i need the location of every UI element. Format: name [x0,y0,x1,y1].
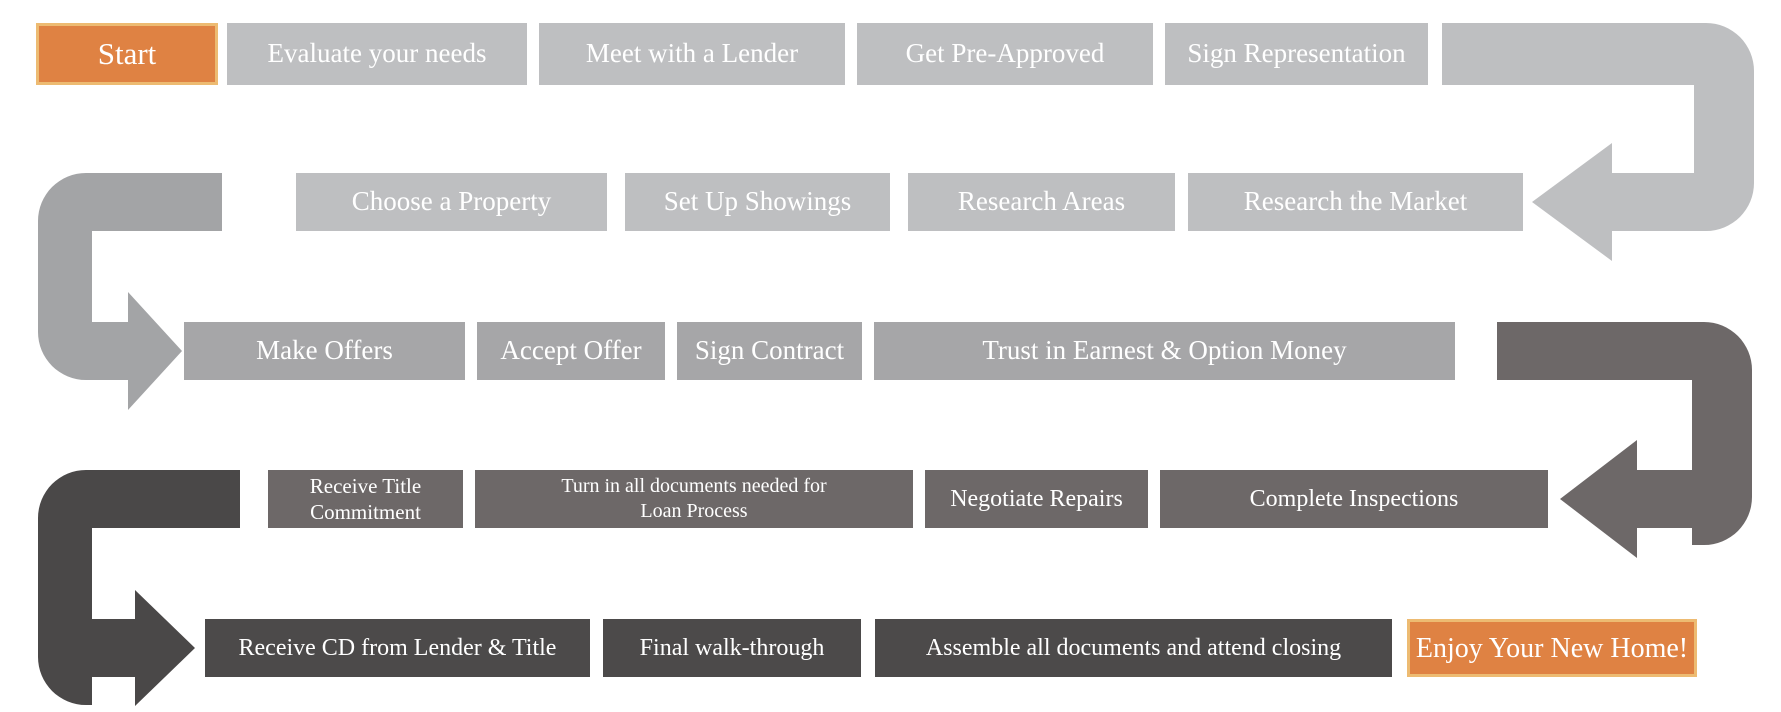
step-trust-in-earnest-option-money: Trust in Earnest & Option Money [874,322,1455,380]
step-research-areas: Research Areas [908,173,1175,231]
step-receive-title-commitment: Receive Title Commitment [268,470,463,528]
step-make-offers: Make Offers [184,322,465,380]
step-sign-contract: Sign Contract [677,322,862,380]
step-accept-offer: Accept Offer [477,322,665,380]
step-start: Start [36,23,218,85]
step-turn-in-loan-documents: Turn in all documents needed for Loan Pr… [475,470,913,528]
step-research-the-market: Research the Market [1188,173,1523,231]
step-complete-inspections: Complete Inspections [1160,470,1548,528]
step-get-pre-approved: Get Pre-Approved [857,23,1153,85]
step-receive-cd-from-lender-title: Receive CD from Lender & Title [205,619,590,677]
step-final-walk-through: Final walk-through [603,619,861,677]
u-turn-arrow-right-top-icon [1442,23,1754,261]
step-sign-representation: Sign Representation [1165,23,1428,85]
step-set-up-showings: Set Up Showings [625,173,890,231]
step-meet-with-a-lender: Meet with a Lender [539,23,845,85]
u-turn-arrow-left-bottom-icon [38,470,240,706]
step-enjoy-your-new-home: Enjoy Your New Home! [1407,619,1697,677]
step-evaluate-your-needs: Evaluate your needs [227,23,527,85]
step-assemble-documents-attend-closing: Assemble all documents and attend closin… [875,619,1392,677]
step-negotiate-repairs: Negotiate Repairs [925,470,1148,528]
u-turn-arrow-right-bottom-icon [1497,322,1752,558]
u-turn-arrow-left-top-icon [38,173,222,410]
step-choose-a-property: Choose a Property [296,173,607,231]
